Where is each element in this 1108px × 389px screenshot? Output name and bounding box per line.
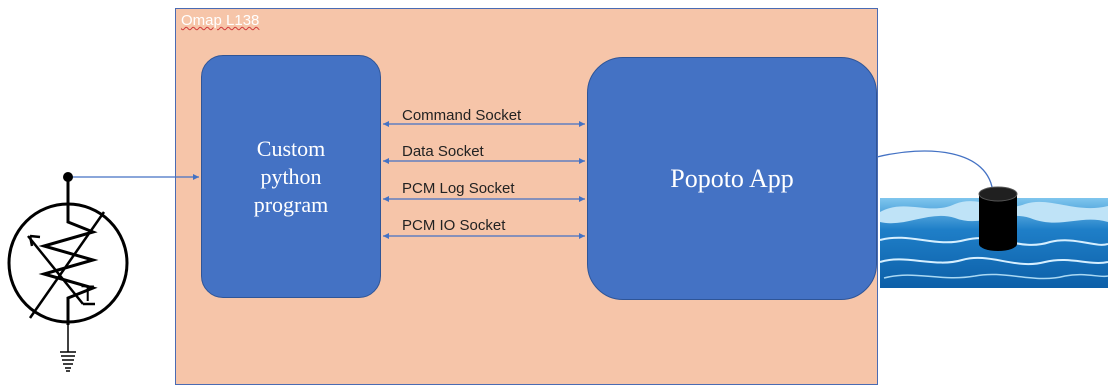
thermistor-symbol-letter: T [81,281,94,306]
pcm-io-socket-label: PCM IO Socket [402,217,506,234]
thermistor-icon [7,172,129,325]
panel-title: Omap L138 [181,12,259,29]
custom-python-program-label: Custom python program [253,135,329,217]
custom-python-program-box: Custom python program [201,55,381,298]
transducer-cable [876,150,994,195]
popoto-app-box: Popoto App [587,57,877,300]
command-socket-label: Command Socket [402,107,522,124]
panel-title-text: Omap L138 [181,12,260,29]
pcm-log-socket-label: PCM Log Socket [402,180,515,197]
popoto-app-label: Popoto App [670,163,794,193]
ground-icon [60,325,76,372]
transducer-icon [978,186,1018,251]
data-socket-label: Data Socket [402,143,484,160]
